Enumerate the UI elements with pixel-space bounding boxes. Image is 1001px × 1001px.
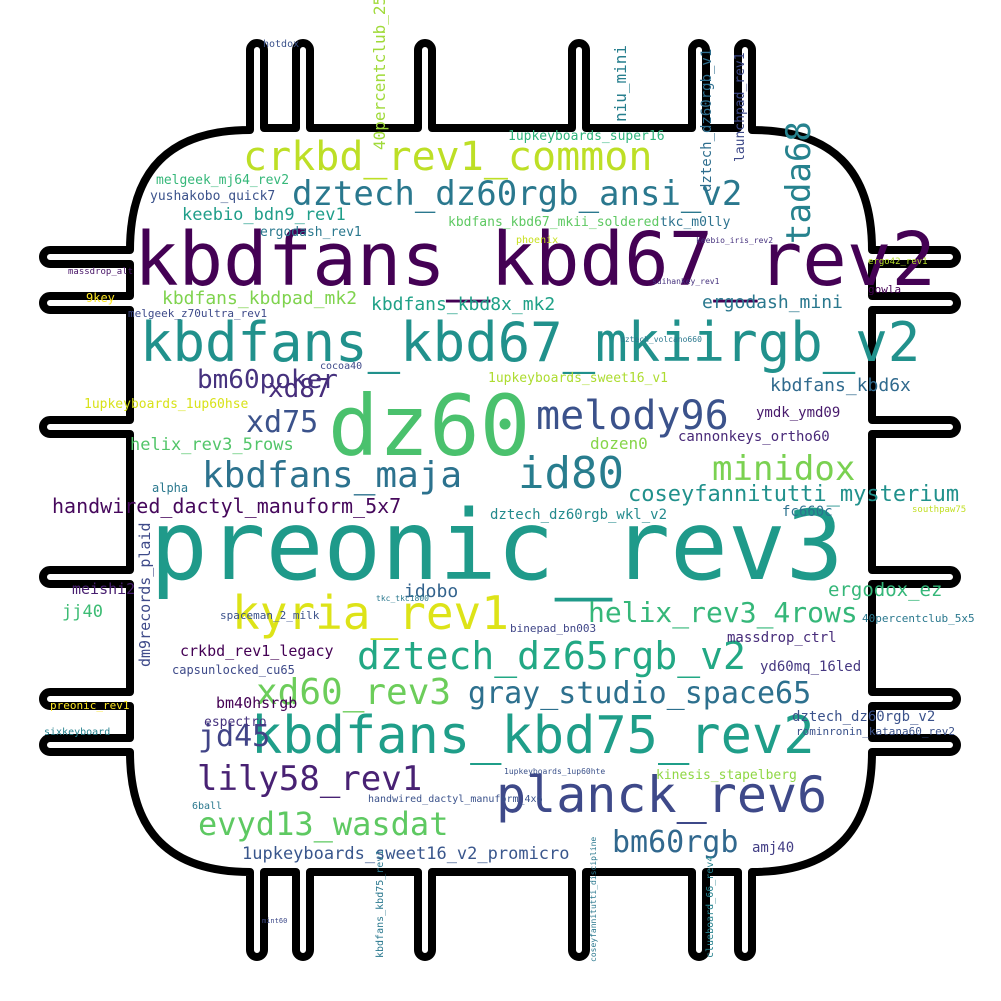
word: ergo42_rev1 bbox=[868, 257, 928, 267]
word: kbdfans_kbd6x bbox=[770, 375, 911, 396]
word: melgeek_z70ultra_rev1 bbox=[128, 307, 268, 320]
word: dztech_dz60rgb_wkl_v2 bbox=[490, 507, 668, 523]
word: planck_rev6 bbox=[496, 766, 828, 824]
word: cocoa40 bbox=[320, 361, 363, 372]
word: kbdfans_kbd67_rev2 bbox=[134, 217, 936, 303]
word: jj40 bbox=[62, 602, 103, 622]
word: bm40hsrgb bbox=[216, 694, 298, 712]
word: handwired_dactyl_manuform_4x6 bbox=[368, 794, 543, 805]
word: sixkeyboard bbox=[44, 727, 111, 738]
word: meishi2 bbox=[72, 580, 136, 598]
word: dztech_dz65rgb_v2 bbox=[357, 634, 746, 678]
word: crkbd_rev1_common bbox=[243, 134, 653, 180]
word: kbdfans_kbd67_mkii_soldered bbox=[448, 215, 660, 230]
word: mint60 bbox=[262, 917, 288, 925]
word: capsunlocked_cu65 bbox=[172, 663, 295, 677]
word: cannonkeys_ortho60 bbox=[678, 429, 830, 445]
word: southpaw75 bbox=[912, 505, 967, 515]
word: launchpad_rev1 bbox=[733, 52, 748, 162]
word: jd45 bbox=[198, 719, 271, 754]
word: coseyfannitutti_discipline bbox=[589, 836, 598, 962]
word: hotdox bbox=[263, 39, 300, 50]
word: kbdfans_kbd75_rev2 bbox=[251, 706, 815, 766]
word: spaceman_2_milk bbox=[220, 609, 320, 622]
word: helix_rev3_4rows bbox=[588, 596, 858, 629]
word: 1upkeyboards_1up60hte bbox=[504, 767, 606, 776]
word: dztech_dz60rgb_ansi_v2 bbox=[292, 174, 743, 214]
word: preonic_rev1 bbox=[50, 699, 130, 712]
word: fc660c bbox=[782, 504, 833, 520]
word: kinesis_stapelberg bbox=[656, 768, 797, 783]
word: 1upkeyboards_sweet16_v1 bbox=[488, 371, 669, 386]
word: dztech_volcano660 bbox=[620, 335, 702, 344]
word: kbdfans_kbd67_mkiirgb_v2 bbox=[140, 311, 921, 374]
word: alpha bbox=[152, 481, 189, 495]
word: phoenix bbox=[516, 235, 559, 246]
word: tada68 bbox=[779, 121, 819, 244]
word: xd60_rev3 bbox=[256, 672, 452, 713]
word: xd87 bbox=[268, 374, 331, 404]
word: kyria_rev1 bbox=[232, 586, 509, 640]
word: massdrop_alt bbox=[68, 267, 134, 277]
word: yd60mq_16led bbox=[760, 659, 862, 675]
word: ergodash_rev1 bbox=[260, 225, 362, 240]
word: kbdfans_kbdpad_mk2 bbox=[162, 288, 358, 309]
word: melgeek_mj64_rev2 bbox=[156, 173, 290, 188]
word: 40percentclub_25 bbox=[370, 0, 389, 150]
word: gowla bbox=[868, 283, 902, 296]
word: melody96 bbox=[536, 393, 729, 439]
word: dm9records_plaid bbox=[136, 522, 154, 668]
word: handwired_dactyl_manuform_5x7 bbox=[52, 494, 402, 518]
word: massdrop_ctrl bbox=[727, 630, 837, 646]
word: helix_rev3_5rows bbox=[130, 435, 294, 455]
word: binepad_bn003 bbox=[510, 622, 597, 635]
word: keebio_bdn9_rev1 bbox=[182, 205, 346, 225]
word: preonic_rev3 bbox=[150, 490, 844, 602]
word: dz60 bbox=[328, 377, 531, 475]
word: dztech_dz60rgb_v2 bbox=[792, 709, 936, 725]
word: yushakobo_quick7 bbox=[150, 189, 276, 204]
word: xd75 bbox=[246, 405, 319, 440]
word: 1upkeyboards_sweet16_v2_promicro bbox=[242, 844, 570, 864]
word: niu_mini bbox=[611, 44, 630, 122]
word: amj40 bbox=[752, 840, 795, 856]
word: 40percentclub_5x5 bbox=[862, 612, 975, 625]
word: minidox bbox=[712, 449, 856, 489]
word: dztech_dz60rgb_v1 bbox=[699, 48, 715, 192]
word: espectro bbox=[204, 715, 267, 730]
word: crkbd_rev1_legacy bbox=[180, 642, 334, 660]
word: 6ball bbox=[192, 801, 223, 812]
word: dozen0 bbox=[590, 434, 648, 453]
word: kbdfans_maja bbox=[202, 455, 463, 496]
word: kbdfans_kbd8x_mk2 bbox=[371, 294, 556, 315]
word: gray_studio_space65 bbox=[468, 676, 812, 711]
word: 1upkeyboards_super16 bbox=[508, 129, 665, 144]
word: coseyfannitutti_mysterium bbox=[628, 482, 960, 507]
word: ergodash_mini bbox=[702, 292, 843, 313]
word: clueboard_66_rev4 bbox=[705, 855, 716, 958]
word: ymdk_ymd09 bbox=[756, 405, 841, 421]
word: 9key bbox=[86, 291, 115, 305]
word: bm60poker bbox=[197, 365, 338, 395]
word: lily58_rev1 bbox=[197, 759, 423, 799]
word: evyd13_wasdat bbox=[198, 805, 449, 843]
word: tkc_m0lly bbox=[660, 215, 731, 230]
word: tkc_tkc1800 bbox=[376, 594, 429, 603]
word: idobo bbox=[404, 581, 459, 602]
word: rominronin_katana60_rev2 bbox=[796, 725, 955, 738]
word: keebio_iris_rev2 bbox=[696, 236, 774, 245]
word: bm60rgb bbox=[612, 825, 739, 860]
word: ergodox_ez bbox=[828, 579, 943, 601]
word: id80 bbox=[518, 448, 624, 499]
word: kbdfans_kbd75_rev1 bbox=[375, 849, 386, 958]
word: suihankey_rev1 bbox=[652, 277, 720, 286]
word: 1upkeyboards_1up60hse bbox=[84, 397, 249, 412]
